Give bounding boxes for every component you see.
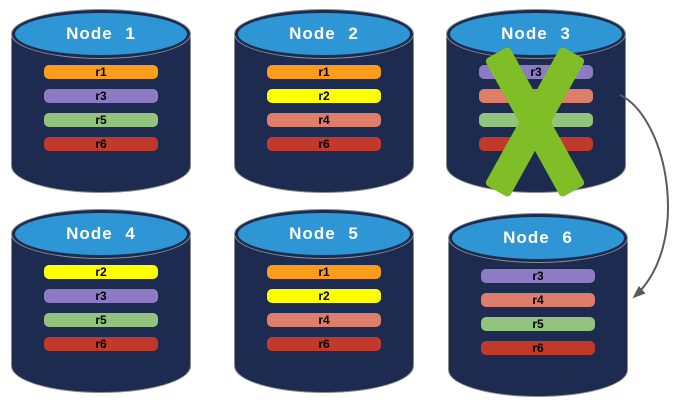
replica-bar: r3 bbox=[44, 89, 158, 103]
replica-bar: r6 bbox=[44, 337, 158, 351]
replica-bar: r1 bbox=[44, 65, 158, 79]
replica-list: r1 r3 r5 r6 bbox=[12, 65, 190, 161]
node-title: Node 4 bbox=[66, 224, 136, 243]
replica-bar: r3 bbox=[481, 269, 595, 283]
node-title: Node 2 bbox=[289, 24, 359, 43]
replica-list: r1 r2 r4 r6 bbox=[235, 265, 413, 361]
replica-bar: r4 bbox=[267, 313, 381, 327]
cylinder-top: Node 4 bbox=[12, 210, 190, 258]
node-6: Node 6 r3 r4 r5 r6 bbox=[449, 214, 627, 396]
failure-cross-icon bbox=[484, 46, 586, 198]
replica-bar: r6 bbox=[44, 137, 158, 151]
replica-bar: r1 bbox=[267, 265, 381, 279]
node-title: Node 6 bbox=[503, 228, 573, 247]
replica-bar: r6 bbox=[267, 137, 381, 151]
replica-bar: r6 bbox=[267, 337, 381, 351]
replica-bar: r2 bbox=[267, 289, 381, 303]
replica-bar: r5 bbox=[44, 113, 158, 127]
node-2: Node 2 r1 r2 r4 r6 bbox=[235, 10, 413, 192]
node-title: Node 1 bbox=[66, 24, 136, 43]
replica-bar: r4 bbox=[481, 293, 595, 307]
replica-bar: r3 bbox=[44, 289, 158, 303]
replica-bar: r4 bbox=[267, 113, 381, 127]
cylinder-top: Node 5 bbox=[235, 210, 413, 258]
replica-bar: r6 bbox=[481, 341, 595, 355]
node-1: Node 1 r1 r3 r5 r6 bbox=[12, 10, 190, 192]
replica-list: r3 r4 r5 r6 bbox=[449, 269, 627, 365]
node-4: Node 4 r2 r3 r5 r6 bbox=[12, 210, 190, 392]
replica-bar: r2 bbox=[267, 89, 381, 103]
replica-bar: r5 bbox=[481, 317, 595, 331]
replica-bar: r5 bbox=[44, 313, 158, 327]
node-title: Node 5 bbox=[289, 224, 359, 243]
cylinder-top: Node 2 bbox=[235, 10, 413, 58]
cylinder-top: Node 1 bbox=[12, 10, 190, 58]
replica-bar: r1 bbox=[267, 65, 381, 79]
cylinder-top: Node 6 bbox=[449, 214, 627, 262]
replica-bar: r2 bbox=[44, 265, 158, 279]
node-title: Node 3 bbox=[501, 24, 571, 43]
cylinder-top: Node 3 bbox=[447, 10, 625, 58]
replica-list: r2 r3 r5 r6 bbox=[12, 265, 190, 361]
replica-list: r1 r2 r4 r6 bbox=[235, 65, 413, 161]
node-5: Node 5 r1 r2 r4 r6 bbox=[235, 210, 413, 392]
